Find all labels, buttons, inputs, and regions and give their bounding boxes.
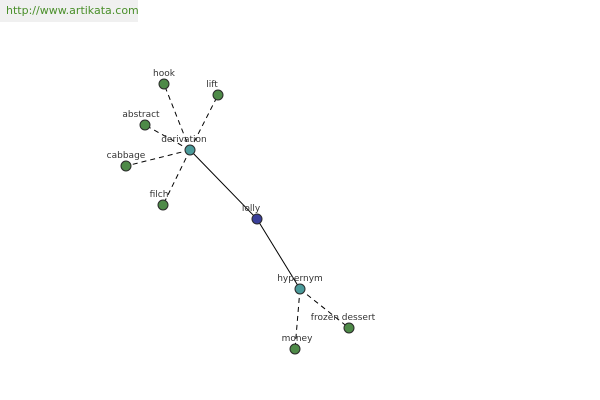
- word-node-cabbage[interactable]: [120, 160, 132, 172]
- edge-center-derivation: [189, 149, 258, 220]
- word-node-lift[interactable]: [212, 89, 224, 101]
- url-bar: http://www.artikata.com: [0, 0, 139, 22]
- word-label-hook[interactable]: hook: [153, 69, 176, 79]
- word-node-frozen-dessert[interactable]: [343, 322, 355, 334]
- edge-derivation-cabbage: [125, 149, 191, 167]
- word-label-filch[interactable]: filch: [150, 190, 169, 200]
- word-label-frozen-dessert[interactable]: frozen dessert: [311, 313, 376, 323]
- relation-node-hypernym[interactable]: [294, 283, 306, 295]
- center-label[interactable]: lolly: [242, 204, 261, 214]
- word-node-abstract[interactable]: [139, 119, 151, 131]
- edge-derivation-hook: [163, 83, 191, 151]
- word-label-abstract[interactable]: abstract: [122, 110, 160, 120]
- edges-layer: [125, 83, 350, 350]
- nodes-layer: [120, 78, 355, 355]
- relation-node-derivation[interactable]: [184, 144, 196, 156]
- relation-label-hypernym[interactable]: hypernym: [277, 274, 323, 284]
- word-label-cabbage[interactable]: cabbage: [107, 151, 146, 161]
- site-url-link[interactable]: http://www.artikata.com: [6, 4, 139, 17]
- word-node-money[interactable]: [289, 343, 301, 355]
- labels-layer: hook lift abstract cabbage filch frozen desse…: [107, 69, 376, 344]
- edge-derivation-filch: [162, 149, 191, 206]
- center-node[interactable]: [251, 213, 263, 225]
- edge-derivation-lift: [189, 94, 219, 151]
- word-node-filch[interactable]: [157, 199, 169, 211]
- edge-hypernym-money: [294, 288, 301, 350]
- word-label-money[interactable]: money: [282, 334, 314, 344]
- edge-hypernym-frozen-dessert: [299, 288, 350, 329]
- word-node-hook[interactable]: [158, 78, 170, 90]
- edge-center-hypernym: [256, 218, 301, 290]
- word-label-lift[interactable]: lift: [206, 80, 218, 90]
- relation-label-derivation[interactable]: derivation: [161, 135, 207, 145]
